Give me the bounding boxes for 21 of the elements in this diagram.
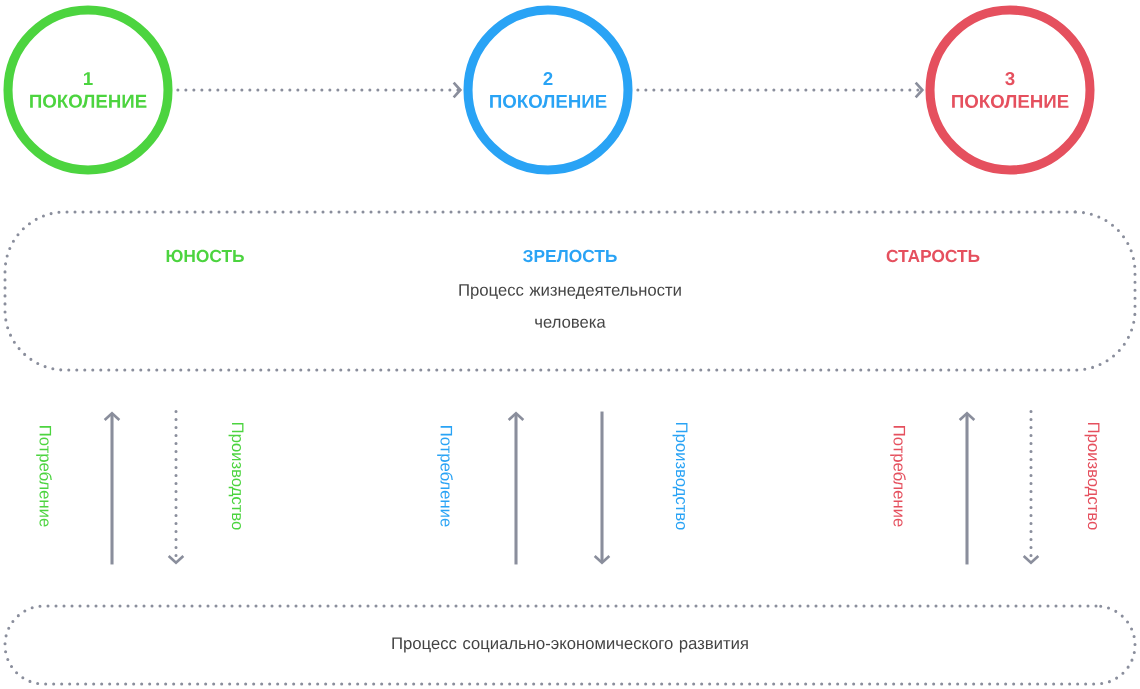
stage-title: СТАРОСТЬ [886,249,980,263]
edge-label: Потребление [890,426,906,527]
arrow [636,81,925,99]
arrow [507,411,525,565]
dotted-band [3,210,1137,372]
arrow [1022,410,1040,565]
stage-title: ЗРЕЛОСТЬ [523,249,617,263]
edge-label: Производство [672,423,688,530]
arrow [176,81,463,99]
edge-label: Производство [1084,423,1100,530]
stage-title: ЮНОСТЬ [166,249,244,263]
arrow [103,411,121,565]
edge-label: Потребление [437,426,453,527]
arrow [167,410,185,565]
dotted-band [3,604,1137,686]
arrow [593,411,611,565]
arrow [958,411,976,565]
process-text: Процесс жизнедеятельности человека [459,284,681,328]
edge-label: Производство [228,423,244,530]
process-text: Процесс социально-экономического развития [392,637,748,653]
edge-label: Потребление [36,426,52,527]
